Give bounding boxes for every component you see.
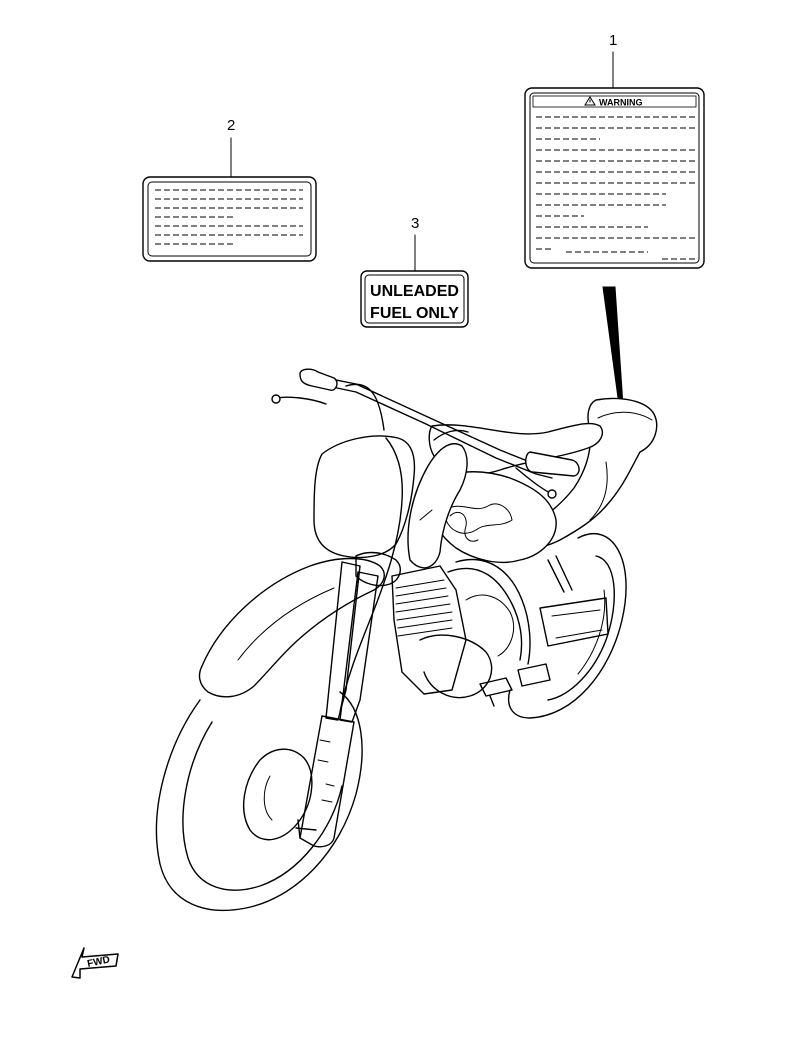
engine-cooling-fins — [395, 579, 453, 637]
callout-number-1: 1 — [609, 32, 618, 49]
fuel-label-line1: UNLEADED — [370, 283, 459, 300]
motorcycle-illustration — [155, 368, 658, 912]
forward-arrow-icon: FWD — [71, 947, 119, 979]
fwd-marker-text: FWD — [86, 954, 111, 969]
warning-triangle-icon — [584, 96, 596, 106]
fuel-label: UNLEADED FUEL ONLY — [360, 270, 469, 328]
warning-label-text-lines — [536, 116, 696, 260]
info-label-text-lines — [155, 189, 303, 245]
callout-number-3: 3 — [411, 215, 420, 232]
warning-label-title: WARNING — [599, 98, 643, 108]
fuel-label-line2: FUEL ONLY — [370, 305, 459, 322]
callout-number-2: 2 — [227, 117, 236, 134]
warning-label: WARNING — [524, 87, 705, 269]
info-label — [142, 176, 317, 262]
